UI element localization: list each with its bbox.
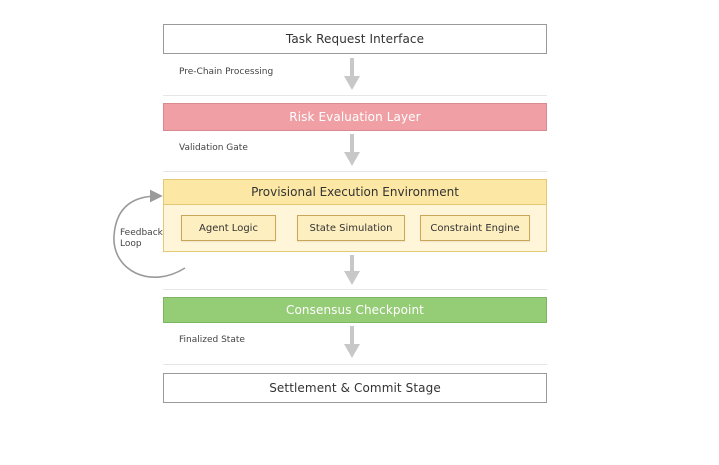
- arrow-down-icon: [344, 134, 360, 166]
- execution-environment-title: Provisional Execution Environment: [164, 180, 546, 205]
- constraint-engine-box: Constraint Engine: [420, 215, 530, 241]
- arrow-down-icon: [344, 326, 360, 358]
- state-simulation-box: State Simulation: [297, 215, 405, 241]
- execution-environment: Provisional Execution Environment Agent …: [163, 179, 547, 252]
- risk-evaluation-stage: Risk Evaluation Layer: [163, 103, 547, 131]
- feedback-loop-line2: Loop: [120, 239, 142, 249]
- divider: [163, 289, 547, 290]
- settlement-stage: Settlement & Commit Stage: [163, 373, 547, 403]
- pre-chain-label: Pre-Chain Processing: [179, 67, 274, 77]
- consensus-stage: Consensus Checkpoint: [163, 297, 547, 323]
- arrow-down-icon: [344, 58, 360, 90]
- consensus-label: Consensus Checkpoint: [285, 303, 424, 317]
- risk-evaluation-label: Risk Evaluation Layer: [289, 110, 421, 124]
- task-request-stage: Task Request Interface: [163, 24, 547, 54]
- validation-gate-label: Validation Gate: [179, 143, 248, 153]
- feedback-loop-label: Feedback Loop: [120, 228, 163, 250]
- arrow-down-icon: [344, 255, 360, 285]
- divider: [163, 95, 547, 96]
- agent-logic-box: Agent Logic: [181, 215, 276, 241]
- feedback-loop-line1: Feedback: [120, 228, 163, 238]
- settlement-label: Settlement & Commit Stage: [269, 381, 441, 395]
- divider: [163, 364, 547, 365]
- divider: [163, 171, 547, 172]
- finalized-state-label: Finalized State: [179, 335, 245, 345]
- task-request-label: Task Request Interface: [285, 32, 425, 46]
